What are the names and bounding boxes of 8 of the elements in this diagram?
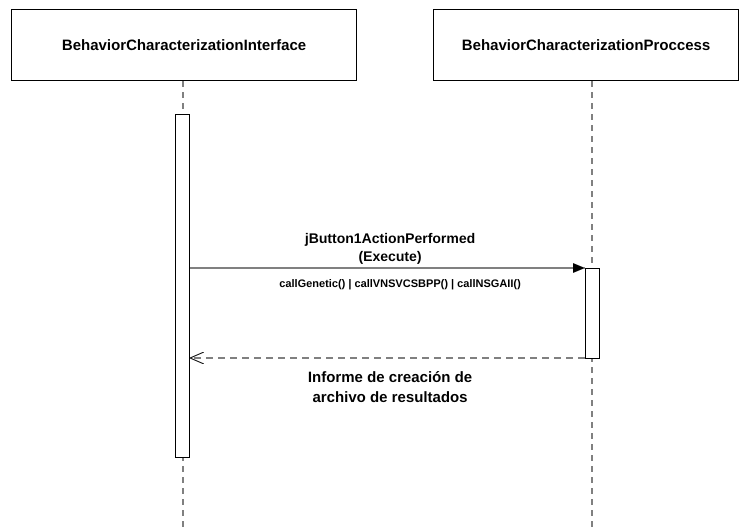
message-arrow <box>190 263 586 273</box>
activation-bar <box>175 114 190 458</box>
return-arrow <box>190 352 586 364</box>
participant-name: BehaviorCharacterizationInterface <box>62 36 306 54</box>
participant-box <box>11 9 357 81</box>
participant-box <box>433 9 739 81</box>
activation-bar <box>585 268 600 359</box>
participant-name: BehaviorCharacterizationProccess <box>462 36 710 54</box>
